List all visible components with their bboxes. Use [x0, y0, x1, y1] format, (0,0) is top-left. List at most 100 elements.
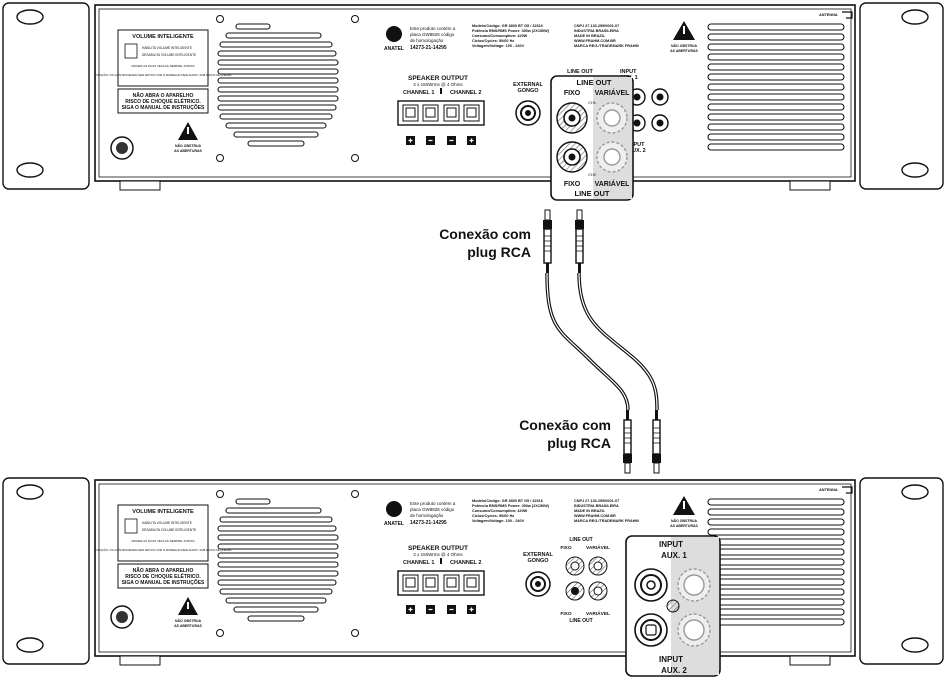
channel-divider [440, 558, 442, 564]
screw-icon [216, 629, 224, 637]
warning-line: NÃO ABRA O APARELHO [133, 92, 194, 99]
line-out-bottom: LINE OUT [575, 189, 610, 198]
no-obstruct-text: NÃO OBSTRUA [671, 518, 698, 523]
warning-line: NÃO ABRA O APARELHO [133, 567, 194, 574]
screw-icon [216, 490, 224, 498]
rca-socket [593, 561, 603, 571]
rack-hole [901, 637, 929, 653]
rca-jack-core [633, 119, 641, 127]
rca-pin [568, 153, 576, 161]
callout-shade [593, 77, 632, 199]
anatel-text: Este produto contém a [410, 26, 456, 31]
dip-switch-icon [124, 518, 138, 534]
rack-hole [901, 484, 929, 500]
cnpj-line: CNPJ 27.133.259/0001-07 [574, 499, 619, 503]
speaker-output-title: SPEAKER OUTPUT [408, 545, 468, 552]
line-out-label-small: LINE OUT [569, 537, 592, 543]
rack-hole [901, 9, 929, 25]
no-obstruct-text: AS ABERTURAS [670, 49, 698, 53]
warning-exclaim [187, 127, 189, 134]
antenna-label: ANTENNA [819, 488, 838, 492]
input-aux1-label: AUX. 1 [661, 551, 687, 560]
cnpj-line: MADE IN BRAZIL [574, 509, 606, 513]
rack-hole [901, 162, 929, 178]
warning-exclaim [187, 602, 189, 609]
input-aux2-label: INPUT [628, 142, 645, 148]
no-obstruct-text: NÃO OBSTRUA [175, 143, 202, 148]
input-aux1-label: INPUT [620, 69, 637, 75]
rca-cable-inner [578, 272, 658, 411]
channel-2-label: CHANNEL 2 [450, 560, 481, 566]
cnpj-line: INDUSTRIA BRASILEIRA [574, 29, 619, 33]
volume-title: VOLUME INTELIGENTE [132, 509, 194, 515]
warning-box [117, 88, 209, 114]
foot [119, 180, 161, 191]
callout-upper-line2: plug RCA [467, 244, 531, 260]
channel-divider [440, 88, 442, 94]
no-obstruct-text: NÃO OBSTRUA [175, 618, 202, 623]
screw-icon [351, 490, 359, 498]
model-line: Potência RMS/RMS Power: 300w (2X150W) [472, 504, 550, 508]
cnpj-line: MADE IN BRAZIL [574, 34, 606, 38]
screw-icon [351, 15, 359, 23]
antenna-connector-icon [842, 11, 853, 19]
callout-lower-line1: Conexão com [519, 417, 611, 433]
rack-ear-left [2, 477, 90, 665]
speaker-output-sub: 2 x 150Wrms @ 4 Ohms [413, 82, 463, 87]
foot [119, 655, 161, 666]
power-socket-core [116, 611, 128, 623]
anatel-text: placa GW8826 código [410, 507, 455, 512]
input-aux2-label: INPUT [659, 655, 683, 664]
external-label: GONGO [517, 88, 539, 94]
volume-line: MOVER AS DUAS TECLAS SEMPRE JUNTAS [131, 539, 194, 543]
callout-lower-line2: plug RCA [547, 435, 611, 451]
power-socket-core [116, 142, 128, 154]
model-line: Consumo/Consumption: 420W [472, 34, 528, 38]
gongo-jack-ring [530, 576, 546, 592]
model-line: Ciclos/Cycles: 50/60 Hz [472, 514, 514, 518]
warning-exclaim [683, 26, 685, 34]
model-line: Voltagem/Voltage: 100 - 240V [472, 519, 525, 523]
model-line: Ciclos/Cycles: 50/60 Hz [472, 39, 514, 43]
warning-line: SIGA O MANUAL DE INSTRUÇÕES [122, 104, 205, 111]
antenna-label: ANTENNA [819, 13, 838, 17]
cnpj-line: CNPJ 27.133.259/0001-07 [574, 24, 619, 28]
volume-line: MOVER AS DUAS TECLAS SEMPRE JUNTAS [131, 64, 194, 68]
rack-hole [16, 484, 44, 500]
screw-icon [216, 154, 224, 162]
model-line: Consumo/Consumption: 420W [472, 509, 528, 513]
chassis-inner [98, 8, 852, 178]
rack-hole [16, 162, 44, 178]
ch1-label: CH1 [588, 100, 597, 105]
anatel-text: 14273-21-14295 [410, 520, 447, 526]
rack-ear-left [2, 2, 90, 190]
ground-screw-icon [666, 599, 680, 613]
gongo-jack-core [525, 110, 531, 116]
warning-line: SIGA O MANUAL DE INSTRUÇÕES [122, 579, 205, 586]
rack-hole [16, 637, 44, 653]
rca-socket [603, 148, 621, 166]
speaker-terminals [402, 104, 480, 122]
speaker-output-title: SPEAKER OUTPUT [408, 75, 468, 82]
no-obstruct-text: NÃO OBSTRUA [671, 43, 698, 48]
speaker-terminals [402, 574, 480, 592]
fan-grille [217, 23, 339, 147]
callout-upper-line1: Conexão com [439, 226, 531, 242]
anatel-logo: ANATEL [384, 46, 404, 52]
screw-icon [216, 15, 224, 23]
warning-line: RISCO DE CHOQUE ELÉTRICO. [125, 97, 201, 105]
warning-exclaim [683, 501, 685, 509]
channel-1-label: CHANNEL 1 [403, 90, 434, 96]
volume-line: HABILITA VOLUME INTELIGENTE [142, 46, 192, 50]
variavel-label: VARIÁVEL [586, 544, 610, 551]
line-out-top: LINE OUT [577, 78, 612, 87]
model-line: Modelo/Código: GR 3800 BT G5 / 32316 [472, 24, 543, 28]
anatel-text: de homologação [410, 513, 444, 518]
cnpj-line: WWW.FRAHM.COM.BR [574, 39, 616, 43]
rca-socket [570, 561, 580, 571]
rca-plug-top-left [543, 209, 552, 273]
input-aux2-label: AUX. 2 [661, 666, 687, 675]
fixo-label: FIXO [564, 181, 581, 188]
fixo-label: FIXO [560, 545, 571, 551]
rca-pin [646, 580, 656, 590]
